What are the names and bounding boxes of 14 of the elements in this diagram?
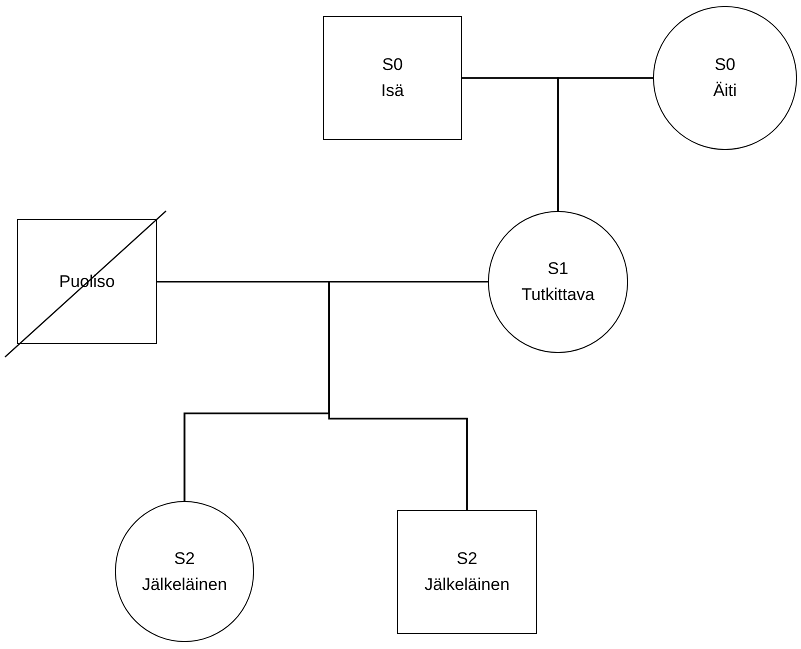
node-label: Jälkeläinen <box>424 574 510 596</box>
node-label: S1 <box>548 258 568 280</box>
male-square <box>323 16 462 140</box>
male-square <box>397 510 537 634</box>
node-label: Jälkeläinen <box>142 574 228 596</box>
node-label: Tutkittava <box>521 284 595 306</box>
connector-line <box>557 77 653 211</box>
node-label: S2 <box>456 548 478 570</box>
node-label: Äiti <box>713 80 737 102</box>
node-label: Isä <box>381 80 404 102</box>
node-label: S0 <box>714 54 736 76</box>
male-square <box>17 219 157 344</box>
node-label: S0 <box>382 54 403 76</box>
node-label: S2 <box>174 548 195 570</box>
